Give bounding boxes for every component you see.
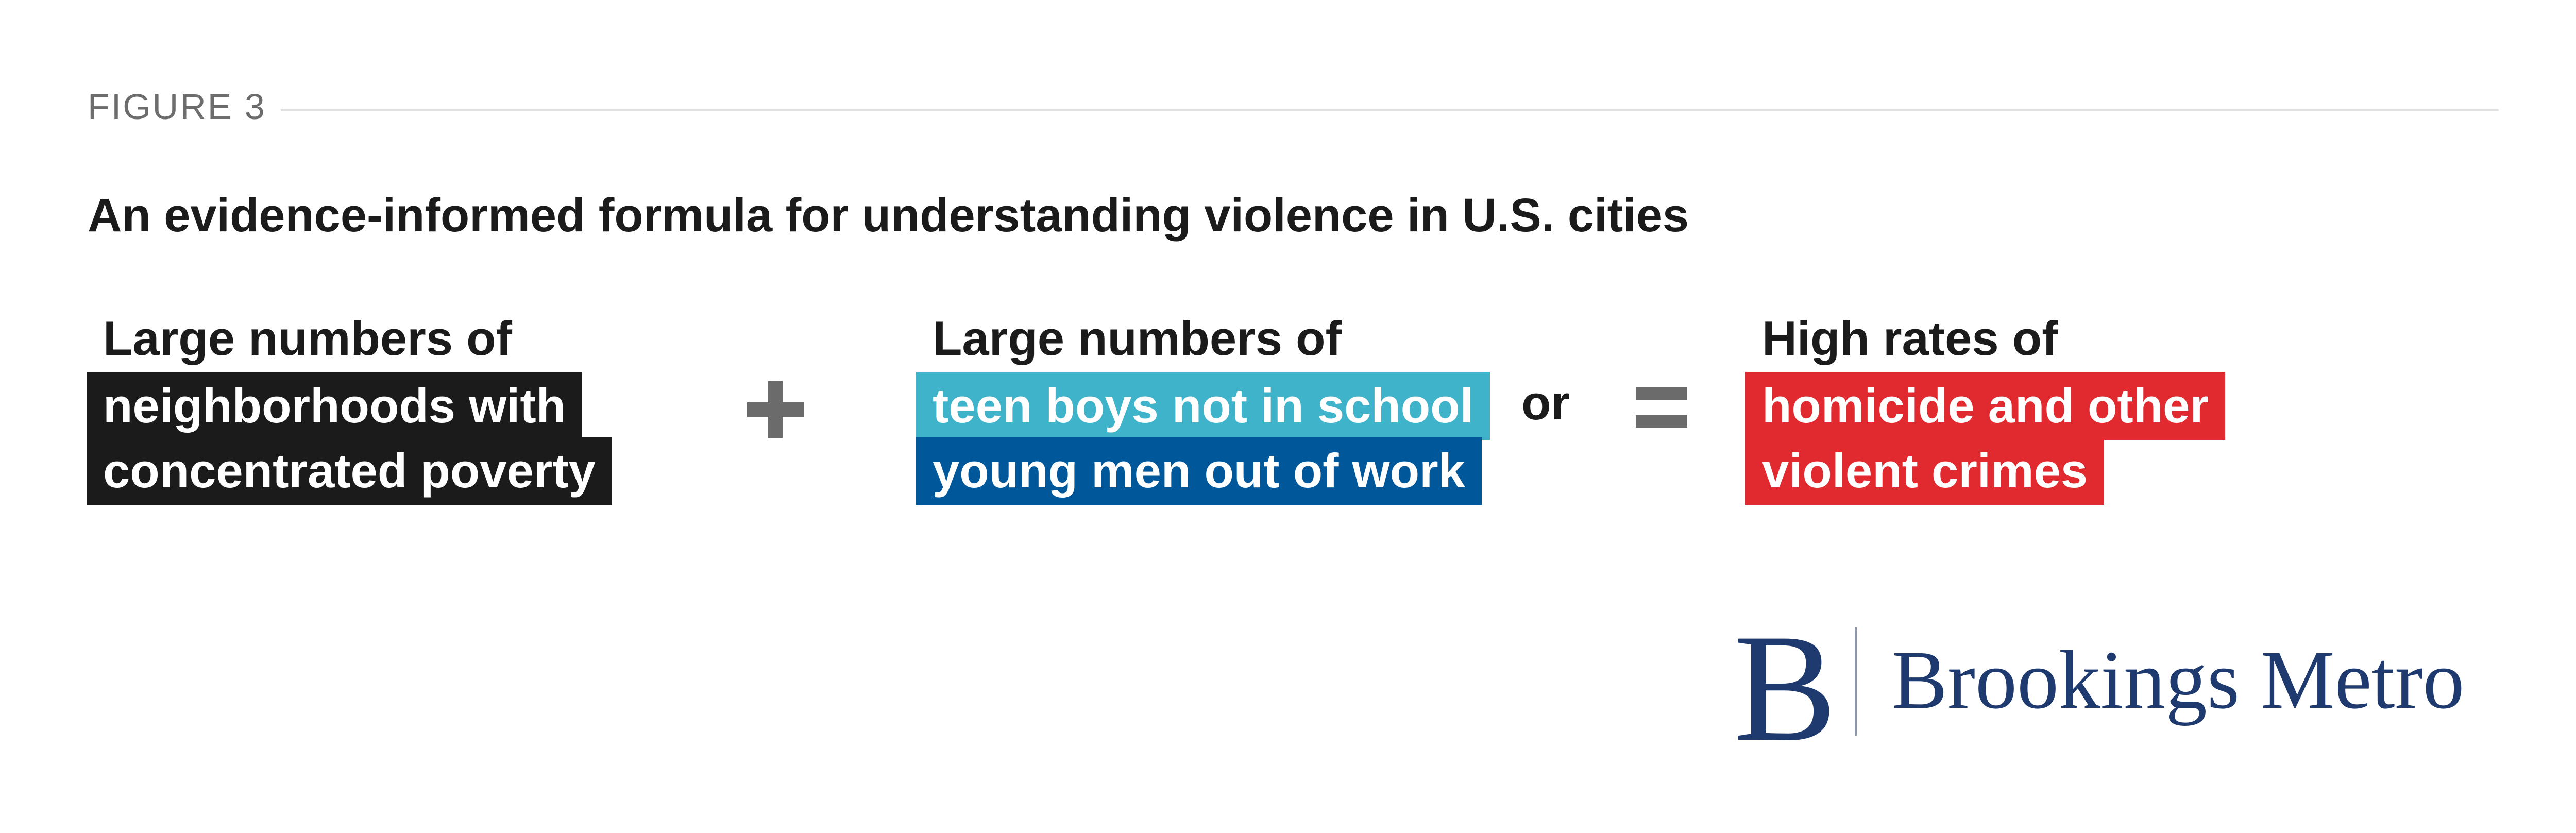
figure-title: An evidence-informed formula for underst… bbox=[88, 189, 1689, 242]
term2-chip-young-men: young men out of work bbox=[916, 437, 1482, 505]
equals-bar-top bbox=[1636, 387, 1687, 400]
term2-lead: Large numbers of bbox=[933, 311, 1342, 365]
plus-operator bbox=[747, 381, 804, 438]
result-lead: High rates of bbox=[1762, 311, 2058, 365]
equals-bar-bottom bbox=[1636, 415, 1687, 428]
equals-operator bbox=[1636, 387, 1687, 428]
figure-divider bbox=[281, 109, 2499, 111]
figure-label: FIGURE 3 bbox=[88, 87, 266, 127]
term1-chip-line2: concentrated poverty bbox=[87, 437, 612, 505]
plus-bar-vertical bbox=[768, 381, 783, 438]
or-connector: or bbox=[1521, 376, 1570, 430]
term1-chip-line1: neighborhoods with bbox=[87, 372, 583, 440]
brookings-b-mark: B bbox=[1734, 602, 1837, 773]
term2-chip-teen-boys: teen boys not in school bbox=[916, 372, 1490, 440]
result-chip-line1: homicide and other bbox=[1745, 372, 2225, 440]
result-chip-line2: violent crimes bbox=[1745, 437, 2105, 505]
term1-lead: Large numbers of bbox=[103, 311, 512, 365]
brookings-metro-wordmark: Brookings Metro bbox=[1892, 634, 2465, 726]
logo-divider bbox=[1855, 627, 1857, 736]
